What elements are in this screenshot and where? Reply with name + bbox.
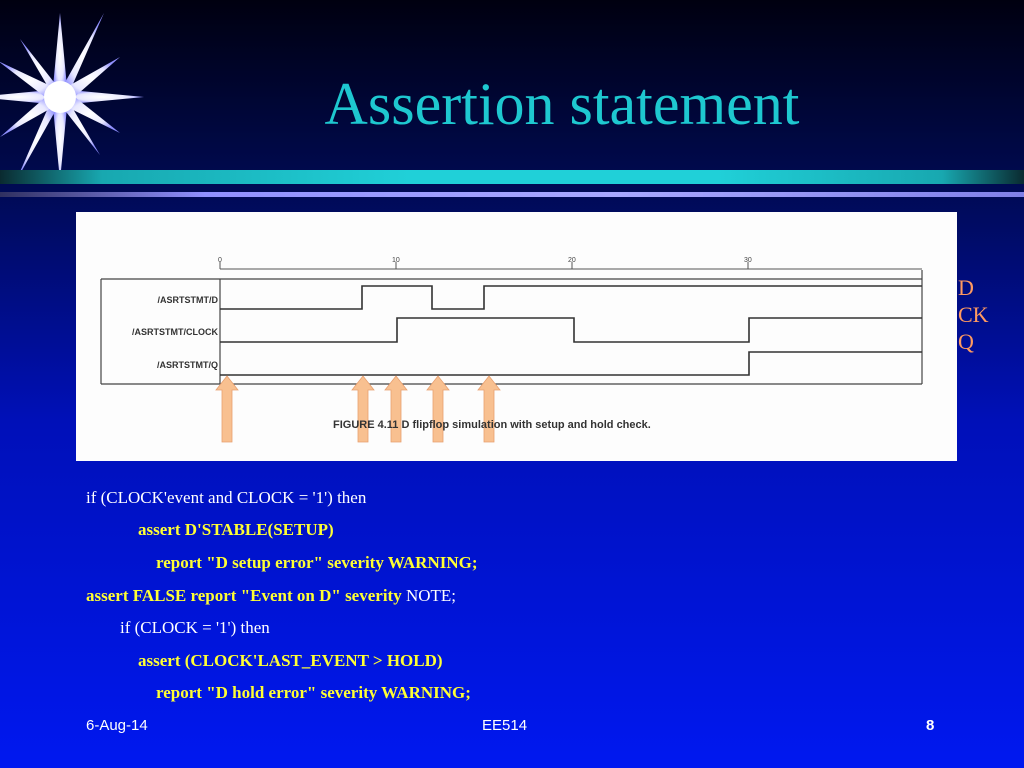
figure-caption: FIGURE 4.11 D flipflop simulation with s… [333, 419, 651, 431]
code-line-4-keyword: assert FALSE report "Event on D" severit… [86, 586, 402, 605]
footer-course: EE514 [482, 717, 528, 734]
code-line-1: if (CLOCK'event and CLOCK = '1') then [86, 488, 367, 507]
arrow-icon [351, 375, 375, 443]
star-icon [0, 13, 144, 181]
signal-legend: D CK Q [958, 274, 989, 355]
footer-date: 6-Aug-14 [86, 717, 148, 734]
signal-label-clock: /ASRTSTMT/CLOCK [132, 327, 218, 337]
slide-title: Assertion statement [324, 71, 800, 137]
tick-label-0: 0 [218, 257, 222, 264]
waveform-figure: 0 10 20 30 /ASRTSTMT/D /ASRTSTMT/CLOCK /… [76, 212, 957, 461]
waveform-diagram: 0 10 20 30 /ASRTSTMT/D /ASRTSTMT/CLOCK /… [100, 257, 923, 443]
waveform-clock [220, 317, 922, 343]
arrow-icon [215, 375, 239, 443]
tick-label-10: 10 [392, 257, 400, 264]
waveform-d [220, 285, 922, 310]
code-line-2: assert D'STABLE(SETUP) [138, 520, 334, 539]
signal-label-q: /ASRTSTMT/Q [157, 360, 218, 370]
title-divider-light [0, 192, 1024, 197]
code-line-5: if (CLOCK = '1') then [120, 618, 270, 637]
signal-label-d: /ASRTSTMT/D [158, 295, 219, 305]
legend-d: D [958, 275, 974, 300]
code-line-3: report "D setup error" severity WARNING; [156, 553, 478, 572]
title-divider-teal [0, 170, 1024, 184]
code-line-4: assert FALSE report "Event on D" severit… [86, 586, 456, 606]
arrow-icon [426, 375, 450, 443]
arrow-icon [384, 375, 408, 443]
legend-ck: CK [958, 302, 989, 327]
tick-label-20: 20 [568, 257, 576, 264]
code-line-6: assert (CLOCK'LAST_EVENT > HOLD) [138, 651, 443, 670]
code-line-7: report "D hold error" severity WARNING; [156, 683, 471, 702]
code-line-4-note: NOTE; [401, 586, 457, 605]
legend-q: Q [958, 329, 974, 354]
arrow-icon [477, 375, 501, 443]
page-number: 8 [926, 717, 935, 734]
waveform-q [220, 351, 922, 376]
tick-label-30: 30 [744, 257, 752, 264]
